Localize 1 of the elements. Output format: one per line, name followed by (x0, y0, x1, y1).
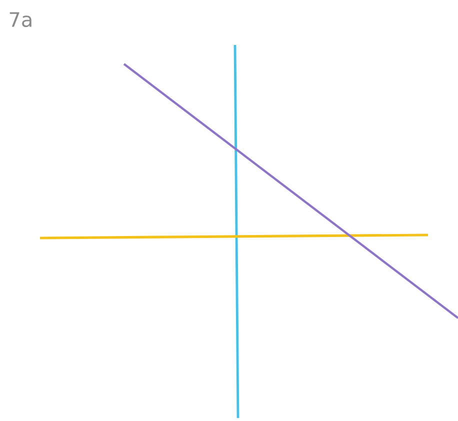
figure-label: 7a (10, 12, 32, 28)
